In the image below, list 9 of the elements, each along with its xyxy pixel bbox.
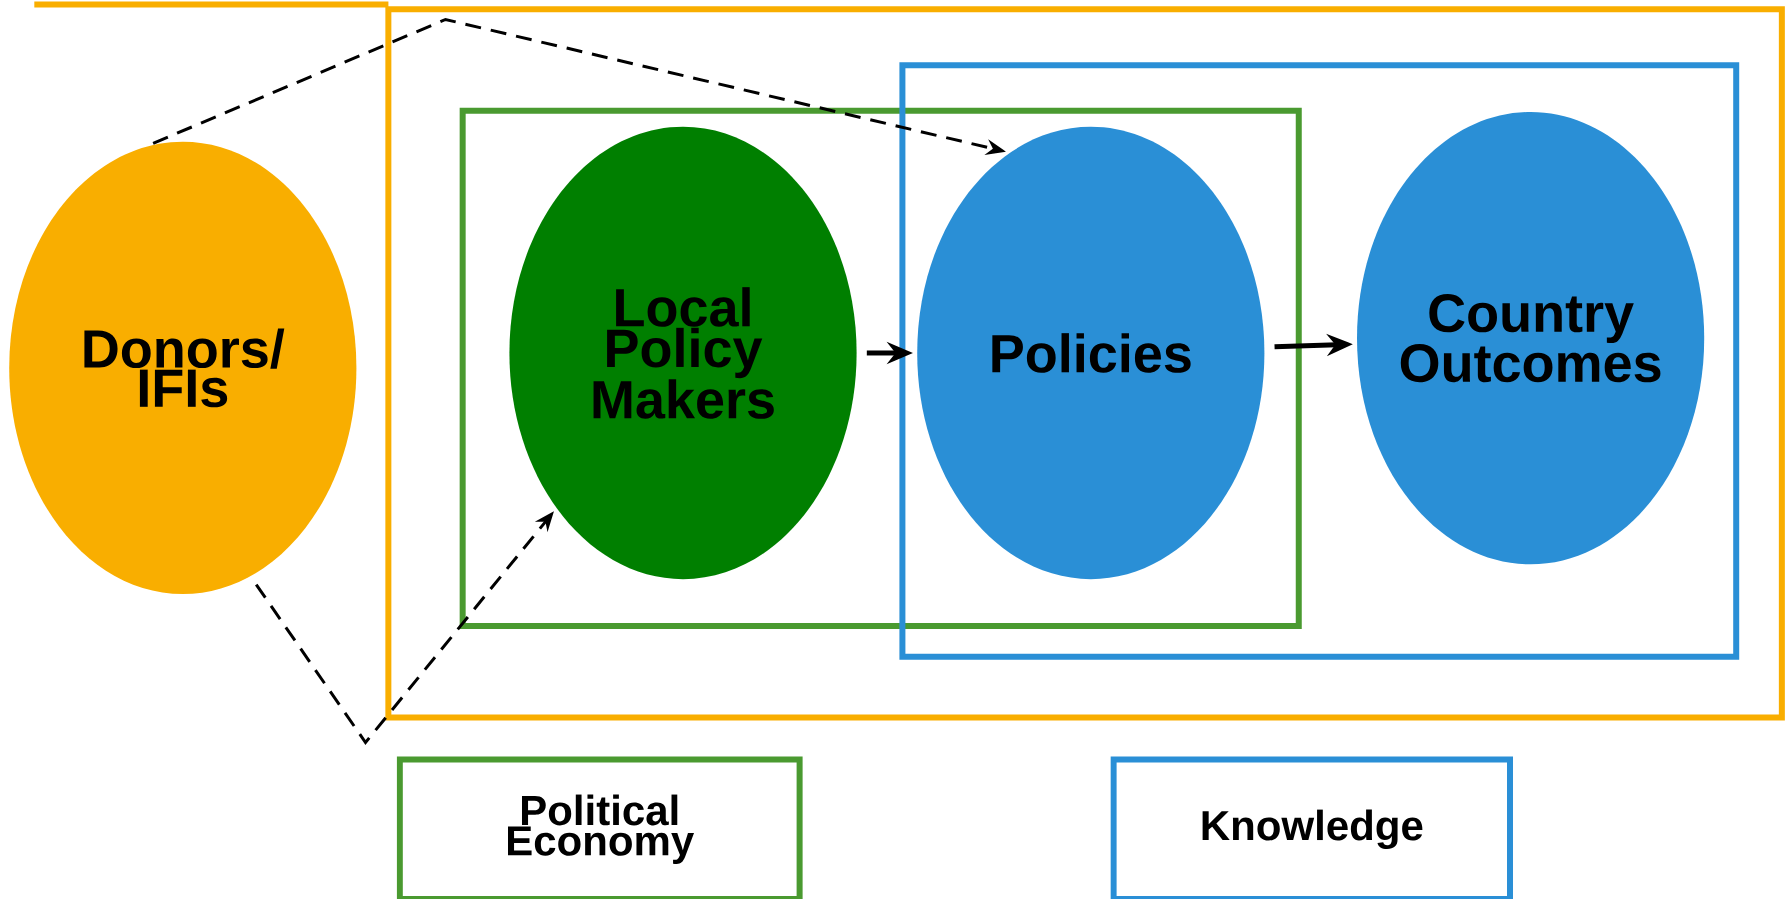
group-box bbox=[899, 62, 1740, 660]
ellipse-node: Policies bbox=[917, 126, 1265, 580]
key-box: Political Economy bbox=[396, 756, 803, 899]
frame-box bbox=[385, 6, 1785, 721]
ellipse-node: Local Policy Makers bbox=[509, 126, 857, 580]
ellipse-node: Donors/ IFIs bbox=[9, 141, 357, 595]
ellipse-node: Country Outcomes bbox=[1357, 112, 1705, 565]
group-box bbox=[459, 107, 1302, 629]
key-box: Knowledge bbox=[1110, 756, 1513, 899]
